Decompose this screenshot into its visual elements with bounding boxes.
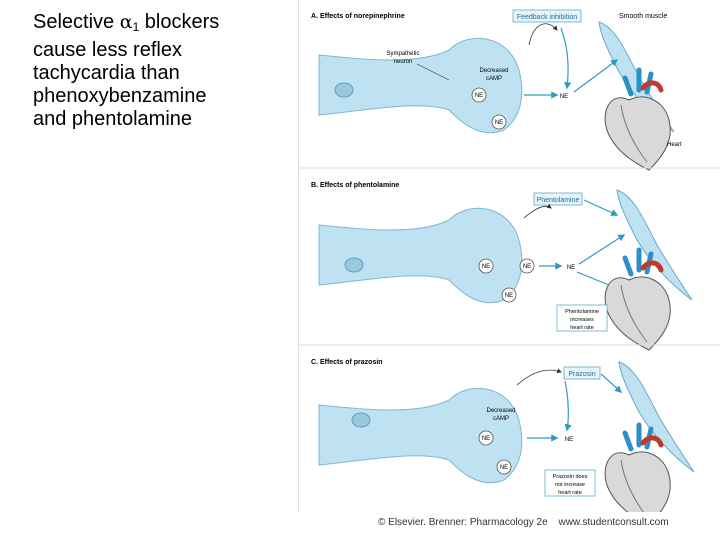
slide-text: Selective α1 blockers cause less reflex …	[33, 11, 295, 131]
panel-a-arrow-down	[560, 27, 572, 90]
ne-b2-label: NE	[523, 264, 531, 270]
figure-svg: A. Effects of norepinephrine Feedback in…	[299, 9, 720, 512]
panel-a-arrow-muscle	[573, 59, 619, 93]
feedback-arrow-a	[528, 23, 558, 46]
panel-c: C. Effects of prazosin Prazosin Decrease…	[311, 359, 695, 512]
pharmacology-figure: A. Effects of norepinephrine Feedback in…	[298, 0, 720, 512]
heart-a	[605, 70, 670, 170]
heart-label: Heart	[667, 142, 682, 148]
panel-b: B. Effects of phentolamine Phentolamine …	[311, 182, 693, 350]
neuron-b-nucleus	[344, 257, 364, 273]
panel-c-box	[563, 366, 601, 380]
panel-c-title: C. Effects of prazosin	[311, 359, 383, 366]
camp-a-label-2: cAMP	[486, 76, 502, 82]
panel-b-title: B. Effects of phentolamine	[311, 182, 399, 189]
ne-c2	[496, 459, 512, 475]
slide-line-2: cause less reflex	[33, 39, 182, 61]
ne-c1-label: NE	[482, 436, 490, 442]
sympathetic-pointer	[416, 63, 450, 81]
ne-c2-label: NE	[500, 465, 508, 471]
sympathetic-label-1: Sympathetic	[386, 51, 419, 57]
panel-c-note-2: not increase	[555, 482, 585, 488]
panel-c-note-box	[544, 469, 596, 497]
ne-a1-label: NE	[475, 93, 483, 99]
panel-c-arrow-muscle	[600, 373, 623, 393]
ne-c1	[478, 430, 494, 446]
camp-c-label-2: cAMP	[493, 416, 509, 422]
ne-b2	[519, 258, 535, 274]
neuron-c-nucleus	[351, 412, 371, 428]
panel-b-note-2: increases	[570, 317, 594, 323]
slide-line-1: Selective α1 blockers	[33, 11, 220, 34]
panel-b-box-label: Phentolamine	[537, 197, 580, 204]
neuron-a-body	[318, 37, 523, 134]
copyright-text: © Elsevier. Brenner: Pharmacology 2e	[378, 517, 548, 528]
feedback-arrow-b	[523, 203, 552, 219]
ne-b3	[501, 287, 517, 303]
panel-b-arrow-ne-muscle	[578, 234, 626, 265]
camp-a-label-1: Decreased	[479, 68, 508, 74]
copyright-site: www.studentconsult.com	[558, 517, 669, 528]
alpha-symbol: α	[119, 11, 133, 33]
camp-c-label-1: Decreased	[486, 408, 515, 414]
neuron-a-nucleus	[334, 82, 354, 98]
copyright-footer: © Elsevier. Brenner: Pharmacology 2e www…	[378, 517, 677, 528]
slide-line-4: phenoxybenzamine	[33, 85, 207, 107]
alpha-subscript: 1	[132, 20, 140, 34]
ne-a2	[491, 114, 507, 130]
sympathetic-label-2: neuron	[394, 59, 413, 65]
ne-b3-label: NE	[505, 293, 513, 299]
feedback-arrow-c	[516, 368, 562, 386]
panel-b-note-box	[556, 304, 608, 332]
ne-b4-label: NE	[567, 265, 575, 271]
smooth-muscle-label: Smooth muscle	[619, 13, 667, 20]
ne-a1	[471, 87, 487, 103]
slide-line-5: and phentolamine	[33, 108, 193, 130]
panel-a-title: A. Effects of norepinephrine	[311, 13, 405, 20]
panel-a-box	[512, 9, 582, 23]
ne-a2-label: NE	[495, 120, 503, 126]
ne-a3-label: NE	[560, 94, 568, 100]
slide-line-3: tachycardia than	[33, 62, 180, 84]
panel-b-box	[533, 192, 583, 206]
panel-b-arrow-muscle	[583, 199, 619, 216]
panel-c-arrow-down	[564, 380, 572, 432]
heart-b	[605, 250, 670, 350]
panel-a-box-label: Feedback inhibition	[517, 14, 577, 21]
ne-b1	[478, 258, 494, 274]
panel-c-note-3: heart rate	[558, 490, 582, 496]
ne-c3-label: NE	[565, 437, 573, 443]
panel-a: A. Effects of norepinephrine Feedback in…	[311, 9, 682, 170]
panel-b-note-3: heart rate	[570, 325, 594, 331]
panel-c-note-1: Prazosin does	[553, 474, 588, 480]
ne-b1-label: NE	[482, 264, 490, 270]
neuron-c-body	[318, 387, 523, 484]
panel-b-note-1: Phentolamine	[565, 309, 599, 315]
neuron-b-body	[318, 207, 523, 304]
panel-c-box-label: Prazosin	[568, 371, 595, 378]
